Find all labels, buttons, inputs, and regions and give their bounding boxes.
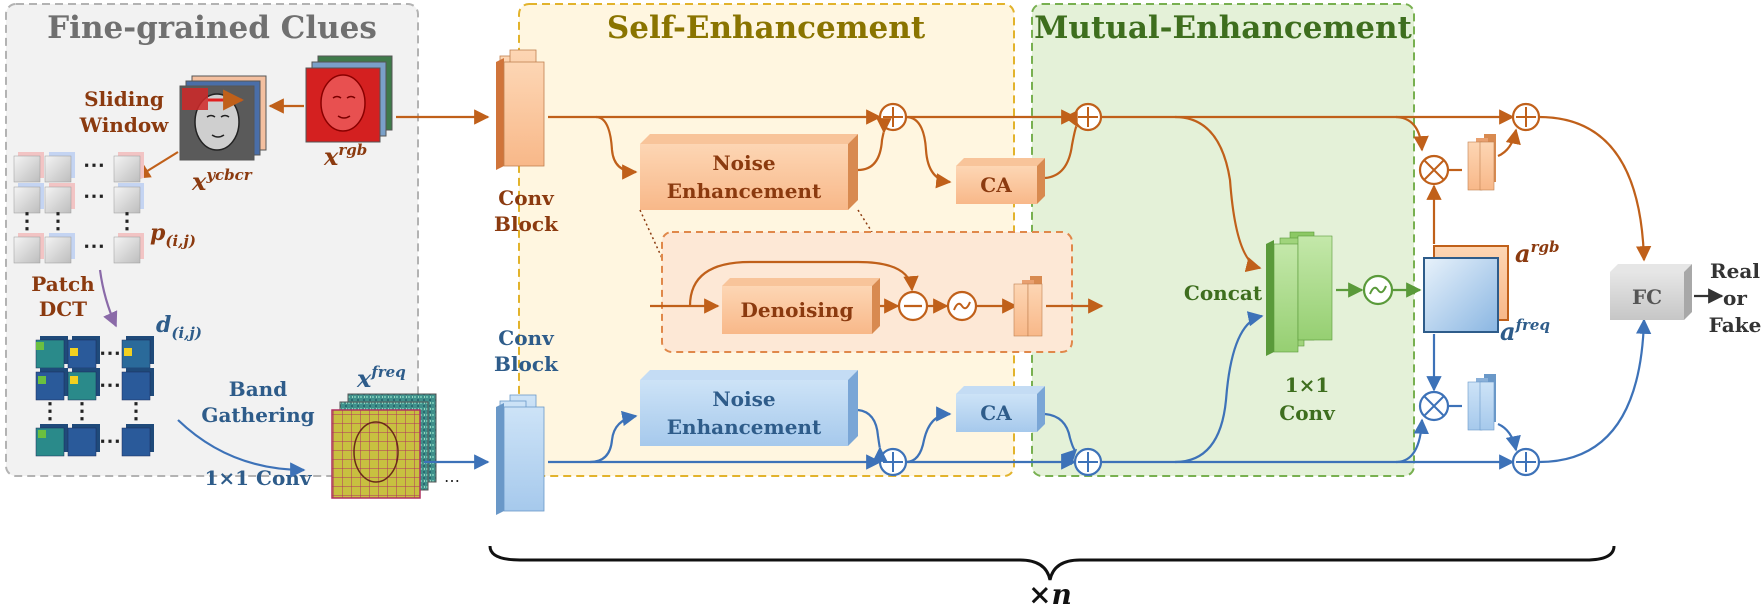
fc-box: FC xyxy=(1610,264,1692,320)
svg-text:⋯: ⋯ xyxy=(83,183,105,209)
svg-text:⋯: ⋯ xyxy=(444,471,460,490)
feature-map-blue-mutual xyxy=(1467,374,1496,431)
panel-title-self-enhancement: Self-Enhancement xyxy=(607,10,926,46)
panel-title-fine-grained: Fine-grained Clues xyxy=(47,10,377,46)
ca-freq-label: CA xyxy=(980,401,1012,425)
ca-freq-box: CA xyxy=(956,386,1045,432)
x-freq-label: xfreq xyxy=(356,363,406,393)
svg-text:⋮: ⋮ xyxy=(47,208,69,234)
ca-rgb-label: CA xyxy=(980,173,1012,197)
svg-text:⋯: ⋯ xyxy=(99,428,121,454)
attention-maps xyxy=(1423,245,1509,333)
feature-map-orange-mutual xyxy=(1467,134,1496,191)
svg-text:⋮: ⋮ xyxy=(125,398,147,424)
svg-text:⋮: ⋮ xyxy=(16,208,38,234)
fc-label: FC xyxy=(1632,285,1662,309)
x-ycbcr-label: xycbcr xyxy=(191,166,253,196)
panel-title-mutual-enhancement: Mutual-Enhancement xyxy=(1034,10,1412,46)
conv-block-rgb xyxy=(496,49,545,170)
concat-conv-block xyxy=(1266,231,1333,356)
feature-map-orange-small xyxy=(1013,276,1043,337)
svg-text:⋯: ⋯ xyxy=(99,372,121,398)
svg-text:⋮: ⋮ xyxy=(71,398,93,424)
denoising-label: Denoising xyxy=(741,298,854,322)
panel-mutual-enhancement: Mutual-Enhancement xyxy=(1031,3,1415,477)
arrow-band-gathering xyxy=(177,419,306,478)
svg-text:⋮: ⋮ xyxy=(116,208,138,234)
p-ij-label: p(i,j) xyxy=(150,220,196,250)
patch-grid: ⋯ ⋯ ⋯ ⋮ ⋮ ⋮ xyxy=(13,152,144,264)
repeat-label: ×n xyxy=(1028,578,1072,606)
rgb-image-stack xyxy=(305,55,393,143)
dct-grid: ⋯ ⋯ ⋯ ⋮ ⋮ ⋮ xyxy=(35,336,154,457)
a-rgb-label: argb xyxy=(1515,238,1559,268)
svg-text:⋯: ⋯ xyxy=(83,152,105,178)
a-freq-label: afreq xyxy=(1500,316,1550,346)
ycbcr-image-stack xyxy=(179,75,267,161)
x-rgb-label: xrgb xyxy=(323,141,367,171)
concat-label: Concat xyxy=(1184,281,1263,305)
svg-text:⋯: ⋯ xyxy=(83,233,105,259)
d-ij-label: d(i,j) xyxy=(156,312,202,342)
freq-image-stack: ⋯ xyxy=(331,393,460,499)
repeat-brace xyxy=(488,545,1616,581)
ca-rgb-box: CA xyxy=(956,158,1045,204)
arrow-patch-dct xyxy=(98,269,118,328)
svg-text:⋮: ⋮ xyxy=(39,398,61,424)
conv-block-freq xyxy=(496,394,545,515)
denoising-box: Denoising xyxy=(722,278,880,334)
svg-text:⋯: ⋯ xyxy=(99,340,121,366)
